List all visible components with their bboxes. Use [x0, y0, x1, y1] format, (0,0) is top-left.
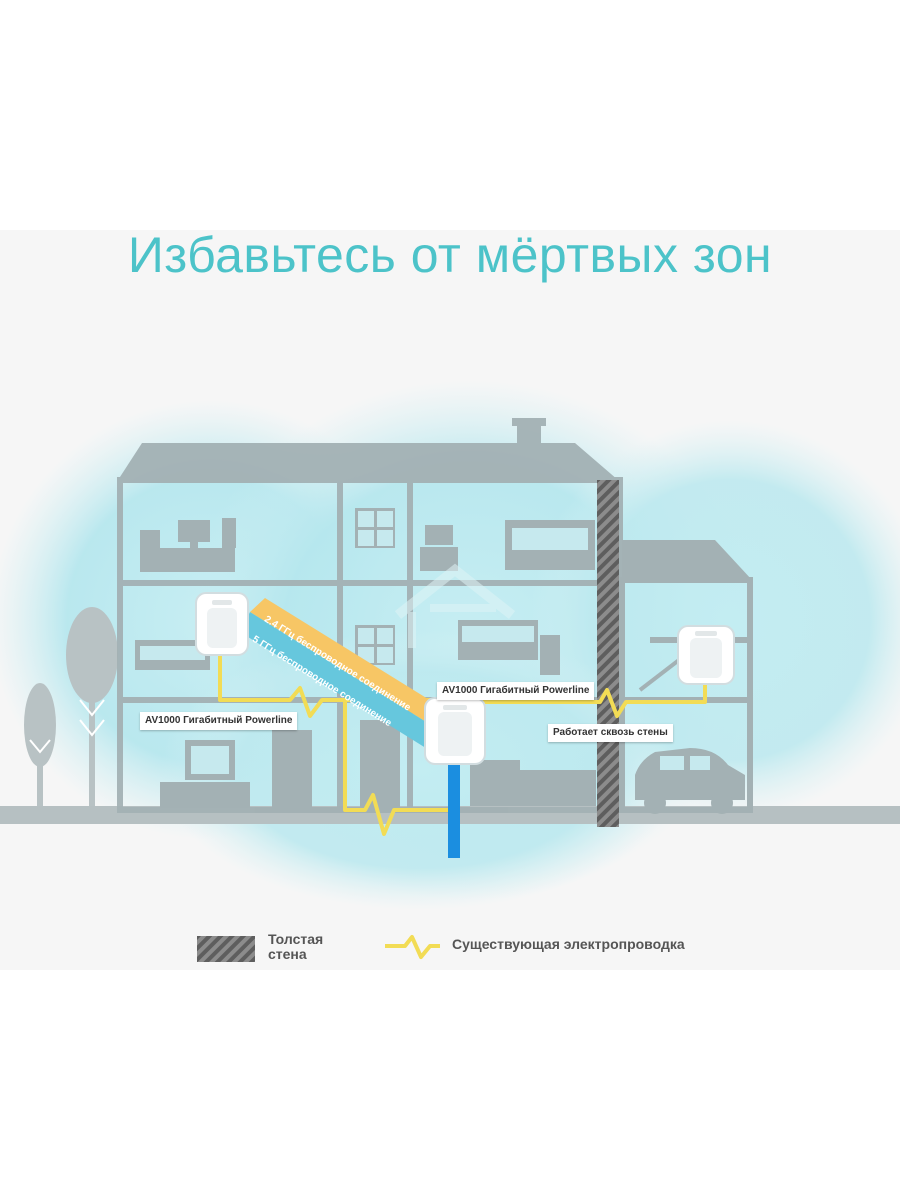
- wiring-legend-icon: [385, 935, 440, 959]
- legend-thick-wall: Толстая стена: [268, 932, 323, 972]
- router-left: [195, 592, 249, 656]
- router-right: [677, 625, 735, 685]
- powerline-center-label: AV1000 Гигабитный Powerline: [437, 682, 595, 700]
- powerline-left-label: AV1000 Гигабитный Powerline: [140, 712, 298, 730]
- legend-wiring: Существующая электропроводка: [452, 937, 685, 977]
- watermark-logo: [394, 563, 516, 648]
- legend-thick-wall-line2: стена: [268, 946, 307, 962]
- thick-wall-legend-swatch: [197, 936, 255, 962]
- furniture: [135, 518, 596, 808]
- through-walls-label: Работает сквозь стены: [548, 724, 673, 742]
- car: [635, 748, 745, 814]
- thick-wall: [597, 480, 619, 827]
- headline: Избавьтесь от мёртвых зон: [127, 230, 773, 283]
- ethernet-cable: [448, 758, 460, 858]
- wireless-bands: [240, 598, 470, 760]
- legend-wiring-text: Существующая электропроводка: [452, 936, 685, 952]
- legend-thick-wall-line1: Толстая: [268, 931, 324, 947]
- trees: [24, 607, 118, 810]
- router-center: [424, 697, 486, 765]
